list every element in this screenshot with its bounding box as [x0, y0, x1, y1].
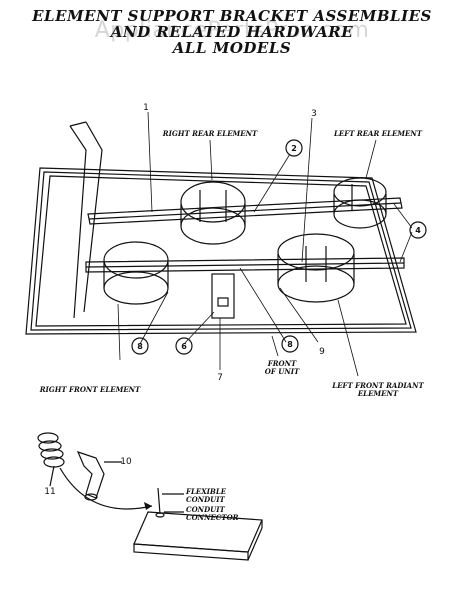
callout-8-left: 8 — [131, 337, 149, 355]
diagram-title-line-1: ELEMENT SUPPORT BRACKET ASSEMBLIES — [32, 7, 432, 25]
label-left-front-radiant-line-1: LEFT FRONT RADIANT — [331, 381, 424, 390]
callout-2-label: 2 — [291, 144, 297, 153]
callout-2: 2 — [285, 139, 303, 157]
callout-6-label: 6 — [181, 342, 187, 351]
callout-7: 7 — [217, 373, 223, 383]
callout-1: 1 — [143, 103, 149, 113]
callout-8-left-label: 8 — [137, 342, 143, 351]
label-front-of-unit-line-1: FRONT — [267, 359, 297, 368]
rear-support-bracket — [87, 197, 403, 225]
label-flexible-conduit-line-1: FLEXIBLE — [185, 487, 227, 496]
label-left-front-radiant-line-2: ELEMENT — [357, 389, 399, 398]
diagram-title-line-2: AND RELATED HARDWARE — [110, 23, 354, 41]
label-right-rear-element: RIGHT REAR ELEMENT — [162, 129, 258, 138]
callout-11: 11 — [44, 487, 55, 497]
callout-3: 3 — [311, 109, 317, 119]
label-conduit-connector-line-2: CONNECTOR — [186, 513, 239, 522]
label-front-of-unit-line-2: OF UNIT — [265, 367, 300, 376]
watermark: AppliancePartsPros.com — [94, 18, 370, 43]
left-front-radiant-element — [277, 233, 355, 303]
callout-10: 10 — [120, 457, 132, 467]
label-flexible-conduit-line-2: CONDUIT — [186, 495, 226, 504]
mounting-box — [133, 487, 263, 561]
callout-4-label: 4 — [415, 226, 421, 235]
callout-9: 9 — [319, 347, 325, 357]
callout-6: 6 — [175, 337, 193, 355]
callout-8-right-label: 8 — [287, 340, 293, 349]
callout-4: 4 — [409, 221, 427, 239]
junction-box — [211, 273, 235, 319]
label-right-front-element: RIGHT FRONT ELEMENT — [39, 385, 141, 394]
leader-lines — [117, 111, 413, 377]
label-left-rear-element: LEFT REAR ELEMENT — [333, 129, 423, 138]
flexible-conduit-coil — [37, 432, 65, 487]
callout-8-right: 8 — [281, 335, 299, 353]
label-conduit-connector-line-1: CONDUIT — [186, 505, 226, 514]
cooktop-frame — [25, 121, 417, 335]
front-support-bracket — [85, 257, 405, 273]
diagram-title-line-3: ALL MODELS — [172, 39, 292, 57]
right-front-element — [103, 241, 169, 305]
elbow-connector — [76, 451, 122, 501]
conduit-connector-inset: FLEXIBLE CONDUIT CONDUIT CONNECTOR — [37, 432, 263, 561]
